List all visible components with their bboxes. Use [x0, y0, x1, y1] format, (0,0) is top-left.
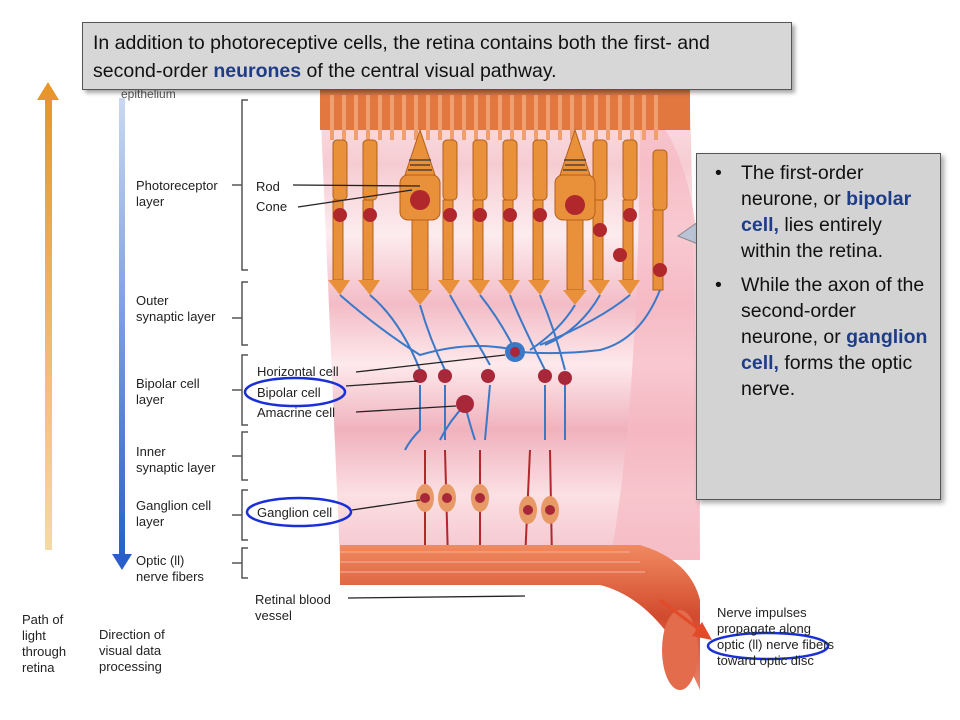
label-outer-synaptic-layer: Outer synaptic layer — [136, 293, 216, 324]
label-bipolar-cell-layer: Bipolar cell layer — [136, 376, 200, 407]
retinal-blood-vessel — [340, 545, 700, 690]
top-callout-highlight: neurones — [213, 60, 302, 82]
bullet1-highlight: bipolar cell, — [741, 188, 912, 236]
top-callout-text-2: of the central visual pathway. — [301, 60, 557, 82]
label-path-of-light: Path of light through retina — [22, 612, 67, 675]
top-callout-text-1: In addition to photoreceptive cells, the… — [93, 32, 710, 82]
label-bipolar-cell: Bipolar cell — [257, 385, 321, 400]
label-optic-nerve-fibers: Optic (ll) nerve fibers — [136, 553, 204, 584]
label-retinal-blood-vessel: Retinal blood vessel — [255, 592, 331, 623]
bipolar-network — [339, 289, 661, 451]
impulse-arrow — [659, 598, 712, 640]
label-nerve-impulses: Nerve impulses propagate along optic (ll… — [717, 605, 835, 668]
label-photoreceptor-layer: Photoreceptor layer — [136, 178, 218, 209]
bullet2-text-a: While the axon of the second-order neuro… — [741, 274, 925, 348]
ganglion-cells — [416, 449, 559, 561]
label-rod: Rod — [256, 179, 280, 194]
bullet2-highlight: ganglion cell, — [741, 326, 928, 374]
label-epithelium: epithelium — [121, 87, 176, 101]
right-callout: The first-order neurone, or bipolar cell… — [696, 153, 941, 500]
bullet2-text-b: forms the optic nerve. — [741, 352, 913, 400]
processing-direction-arrow — [112, 98, 132, 570]
label-ganglion-cell: Ganglion cell — [257, 505, 333, 520]
highlight-ellipses — [243, 376, 830, 661]
label-amacrine-cell: Amacrine cell — [257, 405, 336, 420]
bullet-second-order: While the axon of the second-order neuro… — [715, 272, 930, 402]
label-inner-synaptic-layer: Inner synaptic layer — [136, 444, 216, 475]
label-cone: Cone — [256, 199, 288, 214]
photoreceptor-cells — [328, 128, 668, 305]
bullet1-text-b: lies entirely within the retina. — [741, 214, 883, 262]
label-horizontal-cell: Horizontal cell — [257, 364, 339, 379]
label-ganglion-cell-layer: Ganglion cell layer — [136, 498, 212, 529]
bullet1-text-a: The first-order neurone, or — [741, 162, 864, 210]
leader-lines — [292, 184, 526, 599]
top-callout: In addition to photoreceptive cells, the… — [82, 22, 792, 90]
bullet-first-order: The first-order neurone, or bipolar cell… — [715, 160, 930, 264]
label-direction-processing: Direction of visual data processing — [99, 627, 165, 674]
light-path-arrow — [37, 82, 59, 550]
layer-brackets — [232, 99, 248, 579]
